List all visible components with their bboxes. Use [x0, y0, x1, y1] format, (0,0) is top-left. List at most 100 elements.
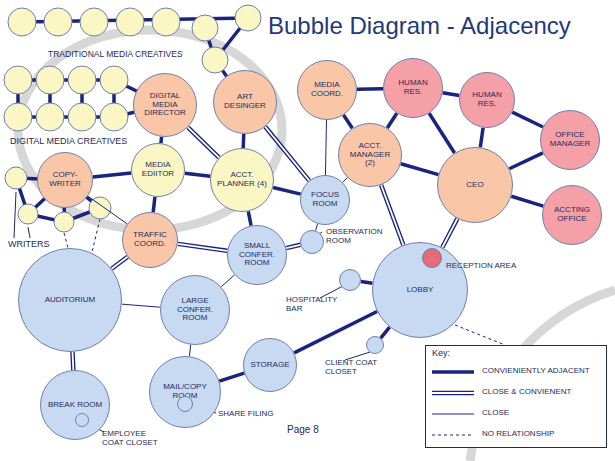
room-bubble: TRAFFIC COORD. [122, 212, 178, 268]
room-name: SMALL CONFER. ROOM [235, 242, 280, 269]
adjacency-line [243, 134, 245, 148]
room-name: ACCTING OFFICE [548, 206, 596, 224]
adjacency-line [344, 115, 353, 128]
room-name: SHARE FILING [218, 410, 274, 419]
legend-text: CLOSE [482, 409, 509, 418]
room-bubble: CLIENT COAT CLOSET [366, 336, 384, 354]
room-name: ACCT. PLANNER (4) [217, 171, 268, 189]
adjacency-line [343, 178, 348, 183]
adjacency-line [93, 173, 131, 177]
adjacency-line [511, 196, 543, 206]
room-name: TRAFFIC COORD. [128, 231, 173, 249]
room-bubble: LOBBY RECEPTION AREA [372, 242, 468, 338]
room-name: COPY-WRITER [43, 171, 88, 189]
room-bubble: BREAK ROOM EMPLOYEE COAT CLOSET [40, 370, 110, 440]
room-name: LARGE CONFER. ROOM [167, 297, 223, 324]
room-name: OBSERVATION ROOM [326, 228, 388, 246]
room-name: ART DESINGER [220, 93, 271, 111]
adjacency-line [480, 128, 483, 148]
legend-sample [432, 388, 474, 398]
room-name: LOBBY [407, 286, 434, 295]
adjacency-line [248, 211, 251, 225]
room-bubble: SMALL CONFER. ROOM [227, 225, 287, 285]
adjacency-line [316, 224, 318, 231]
adjacency-line [509, 153, 543, 169]
group-label: WRITERS [8, 240, 50, 250]
room-name: CEO [466, 181, 483, 190]
room-bubble: COPY-WRITER [37, 152, 93, 208]
room-bubble: ART DESINGER [213, 70, 277, 134]
room-bubble: MEDIA COORD. [297, 60, 357, 120]
room-bubble: MAIL/COPY ROOMSHARE FILING [149, 356, 221, 428]
adjacency-line [88, 196, 127, 224]
adjacency-line [219, 373, 244, 381]
adjacency-line [221, 275, 234, 287]
room-bubble: AUDITORIUM [18, 248, 122, 352]
room-bubble: HUMAN RES. [459, 72, 515, 128]
adjacency-line [381, 327, 390, 338]
adjacency-line [153, 197, 155, 212]
gray-swoosh [18, 30, 282, 230]
room-bubble: FOCUS ROOM [300, 175, 350, 225]
room-name: DIGITAL MEDIA DIRECTOR [140, 92, 191, 119]
room-name: BREAK ROOM [48, 401, 102, 410]
adjacency-line [294, 311, 377, 352]
room-name: MEDIA EDIITOR [137, 161, 180, 179]
adjacency-line [381, 185, 403, 245]
legend-text: CLOSE & CONVIENENT [482, 388, 571, 397]
room-name: EMPLOYEE COAT CLOSET [102, 430, 168, 448]
room-name: HUMAN RES. [465, 91, 510, 109]
adjacency-line [122, 304, 160, 307]
room-name: CLIENT COAT CLOSET [325, 359, 383, 377]
room-bubble: RECEPTION AREA [422, 248, 442, 268]
diagram-title: Bubble Diagram - Adjacency [268, 12, 571, 40]
adjacency-line [185, 173, 210, 176]
room-bubble: ACCT. PLANNER (4) [210, 148, 274, 212]
adjacency-line [72, 352, 74, 370]
room-name: STORAGE [251, 361, 290, 370]
room-bubble: DIGITAL MEDIA DIRECTOR [133, 73, 197, 137]
room-name: ACCT. MANAGER (2) [345, 142, 396, 169]
room-bubble: ACCT. MANAGER (2) [338, 123, 402, 187]
room-bubble: ACCTING OFFICE [542, 185, 602, 245]
room-name: OFFICE MANAGER [546, 131, 594, 149]
legend-sample [432, 430, 474, 440]
adjacency-line [273, 187, 301, 194]
adjacency-line [188, 127, 219, 157]
adjacency-line [361, 282, 373, 284]
adjacency-line [387, 113, 397, 128]
room-bubble: STORAGE [243, 338, 297, 392]
adjacency-line [357, 88, 383, 90]
room-bubble: MEDIA EDIITOR [131, 143, 185, 197]
room-name: FOCUS ROOM [305, 191, 345, 209]
adjacency-line [442, 219, 457, 248]
adjacency-line [443, 93, 460, 96]
room-bubble: HUMAN RES. [383, 58, 443, 118]
room-bubble: CEO [437, 147, 513, 223]
adjacency-line [429, 113, 454, 153]
group-label: TRADITIONAL MEDIA CREATIVES [48, 50, 183, 59]
adjacency-line [286, 245, 300, 248]
room-bubble: SHARE FILING [177, 396, 193, 412]
legend-text: NO RELATIONSHIP [482, 430, 554, 439]
room-bubble: OBSERVATION ROOM [300, 230, 324, 254]
adjacency-line [401, 164, 439, 175]
room-name: HUMAN RES. [389, 79, 437, 97]
legend-sample [432, 409, 474, 419]
room-bubble: LARGE CONFER. ROOM [160, 275, 230, 345]
group-label: Key: [432, 349, 450, 359]
legend-sample [432, 367, 474, 377]
adjacency-line [325, 120, 326, 175]
room-bubble: EMPLOYEE COAT CLOSET [75, 413, 89, 427]
room-bubble: HOSPITALITY BAR [339, 269, 361, 291]
adjacency-line [178, 244, 228, 251]
legend-text: CONVIENIENTLY ADJACENT [482, 367, 590, 376]
room-name: RECEPTION AREA [446, 262, 516, 271]
adjacency-line [112, 257, 128, 269]
group-label: Page 8 [287, 424, 319, 435]
group-label: DIGITAL MEDIA CREATIVES [10, 137, 127, 147]
adjacency-line [512, 112, 543, 127]
room-name: HOSPITALITY BAR [286, 296, 346, 314]
adjacency-line [189, 345, 190, 357]
room-bubble: OFFICE MANAGER [540, 110, 600, 170]
